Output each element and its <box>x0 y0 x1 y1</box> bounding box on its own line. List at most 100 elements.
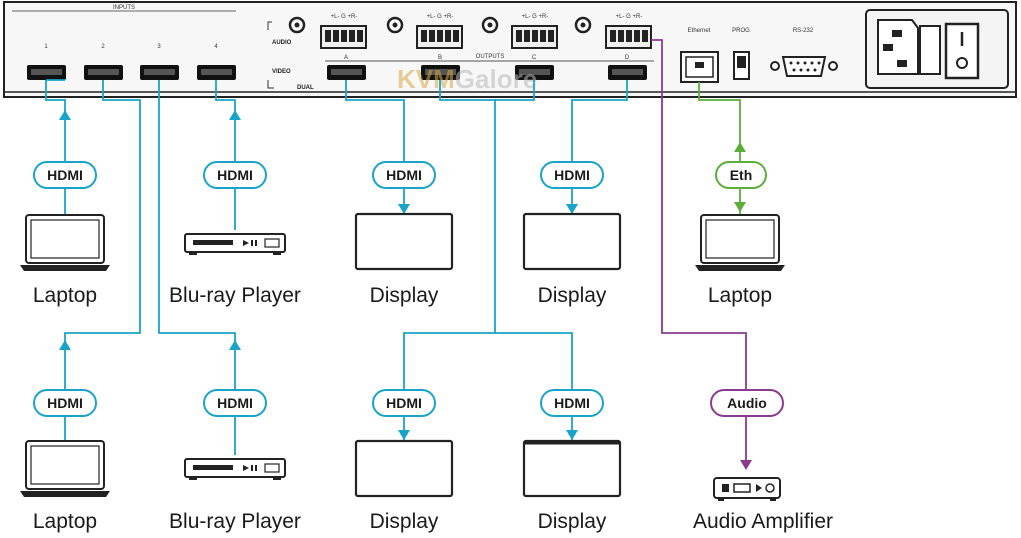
hdmi-pill: HDMI <box>540 161 604 189</box>
rs232-label: RS-232 <box>793 28 814 34</box>
power-inlet[interactable] <box>877 19 919 75</box>
terminal-label-a: +L- G +R- <box>331 14 358 20</box>
hdmi-output-port-a[interactable] <box>327 65 366 80</box>
hdmi-input-port-3[interactable] <box>140 65 179 80</box>
hdmi-pill: HDMI <box>33 389 97 417</box>
hdmi-pill-label: HDMI <box>47 395 83 411</box>
device-label-laptop: Laptop <box>33 284 97 307</box>
output-letter-b: B <box>438 55 442 61</box>
input-number-1: 1 <box>44 44 48 50</box>
hdmi-output-port-c[interactable] <box>515 65 554 80</box>
ethernet-port[interactable] <box>680 51 719 83</box>
arrow-down-icon <box>566 204 578 214</box>
hdmi-pill: HDMI <box>372 161 436 189</box>
hdmi-pill-label: HDMI <box>47 167 83 183</box>
arrow-up-icon <box>59 340 71 350</box>
bluray-player-icon <box>184 233 286 255</box>
hdmi-pill-label: HDMI <box>386 395 422 411</box>
hdmi-output-port-d[interactable] <box>608 65 647 80</box>
audio-label: AUDIO <box>272 40 292 46</box>
terminal-label-d: +L- G +R- <box>616 14 643 20</box>
hdmi-output-port-b[interactable] <box>421 65 460 80</box>
device-label-laptop: Laptop <box>33 510 97 533</box>
audio-pill: Audio <box>710 389 784 417</box>
output-letter-c: C <box>532 55 537 61</box>
watermark: KVMGalore <box>397 64 537 94</box>
hdmi-pill-label: HDMI <box>217 395 253 411</box>
arrow-down-icon <box>566 430 578 440</box>
ethernet-label: Ethernet <box>688 28 711 34</box>
hdmi-input-port-2[interactable] <box>84 65 123 80</box>
rs232-port[interactable] <box>770 56 838 77</box>
device-label-display: Display <box>538 510 607 533</box>
audio-amplifier-icon <box>713 477 781 501</box>
display-icon <box>522 212 622 271</box>
arrowheads <box>59 110 752 470</box>
input-number-2: 2 <box>101 44 105 50</box>
hdmi-pill: HDMI <box>203 389 267 417</box>
input-number-3: 3 <box>157 44 161 50</box>
device-label-bluray-player: Blu-ray Player <box>169 284 301 307</box>
arrow-up-icon <box>734 142 746 152</box>
device-label-display: Display <box>538 284 607 307</box>
hdmi-pill-label: HDMI <box>217 167 253 183</box>
switcher-rear-panel: INPUTS 1 2 3 4 AUDIO VIDEO DUAL +L- G +R… <box>3 1 1017 98</box>
prog-label: PROG <box>732 28 750 34</box>
device-label-laptop: Laptop <box>708 284 772 307</box>
watermark-brand-a: KVM <box>397 64 455 94</box>
hdmi-input-port-4[interactable] <box>197 65 236 80</box>
usb-prog-port[interactable] <box>733 51 750 80</box>
watermark-brand-b: Galore <box>455 64 537 94</box>
terminal-label-c: +L- G +R- <box>522 14 549 20</box>
outputs-header: OUTPUTS <box>476 54 505 60</box>
hdmi-pill: HDMI <box>372 389 436 417</box>
inputs-header: INPUTS <box>113 5 135 11</box>
hdmi-pill-label: HDMI <box>554 167 590 183</box>
arrow-up-icon <box>59 110 71 120</box>
terminal-label-b: +L- G +R- <box>427 14 454 20</box>
laptop-icon <box>695 214 785 271</box>
output-letter-d: D <box>625 55 630 61</box>
hdmi-pill: HDMI <box>33 161 97 189</box>
terminal-block-c[interactable]: +L- G +R- <box>511 14 558 49</box>
eth-pill: Eth <box>715 161 767 189</box>
cable-labels: HDMI HDMI HDMI HDMI Eth HDMI HDMI HDMI H… <box>33 161 784 417</box>
display-icon <box>522 439 622 498</box>
audio-jack-d[interactable] <box>574 16 592 34</box>
laptop-icon <box>20 214 110 271</box>
audio-jack-b[interactable] <box>386 16 404 34</box>
power-module <box>865 9 1009 89</box>
dual-label: DUAL <box>297 85 314 91</box>
audio-jack-a[interactable] <box>288 16 306 34</box>
display-icon <box>354 212 454 271</box>
terminal-block-d[interactable]: +L- G +R- <box>605 14 652 49</box>
arrow-down-icon <box>398 204 410 214</box>
arrow-up-icon <box>229 110 241 120</box>
bluray-player-icon <box>184 458 286 480</box>
power-switch[interactable] <box>944 22 980 80</box>
arrow-up-icon <box>229 340 241 350</box>
arrow-down-icon <box>734 202 746 212</box>
device-label-bluray-player: Blu-ray Player <box>169 510 301 533</box>
laptop-icon <box>20 440 110 497</box>
hdmi-pill: HDMI <box>203 161 267 189</box>
hdmi-pill-label: HDMI <box>554 395 590 411</box>
audio-jack-c[interactable] <box>481 16 499 34</box>
display-icon <box>354 439 454 498</box>
hdmi-pill: HDMI <box>540 389 604 417</box>
video-label: VIDEO <box>272 69 291 75</box>
svg-text:KVMGalore: KVMGalore <box>397 64 537 94</box>
arrow-down-icon <box>398 430 410 440</box>
audio-pill-label: Audio <box>727 395 767 411</box>
terminal-block-a[interactable]: +L- G +R- <box>320 14 367 49</box>
input-number-4: 4 <box>214 44 218 50</box>
hdmi-pill-label: HDMI <box>386 167 422 183</box>
output-letter-a: A <box>344 55 348 61</box>
hdmi-input-port-1[interactable] <box>27 65 66 80</box>
eth-pill-label: Eth <box>730 167 753 183</box>
arrow-down-icon <box>740 460 752 470</box>
device-label-display: Display <box>370 284 439 307</box>
device-label-display: Display <box>370 510 439 533</box>
terminal-block-b[interactable]: +L- G +R- <box>416 14 463 49</box>
